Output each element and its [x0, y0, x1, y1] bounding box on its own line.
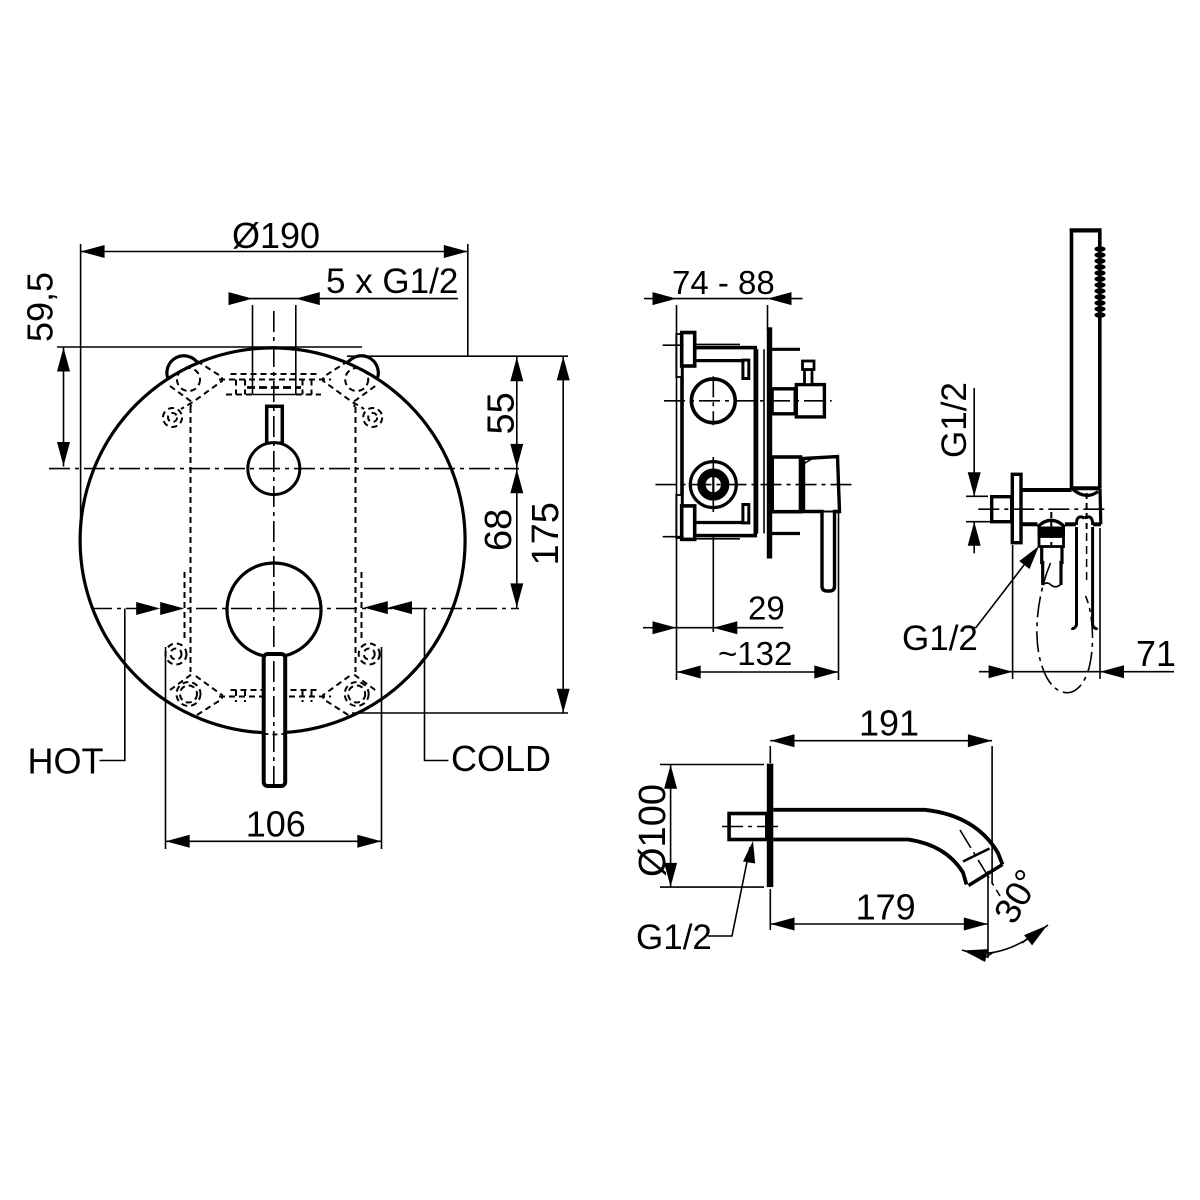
- svg-text:59,5: 59,5: [20, 272, 61, 342]
- svg-text:5 x G1/2: 5 x G1/2: [326, 262, 458, 301]
- svg-text:175: 175: [525, 502, 567, 565]
- svg-text:68: 68: [478, 509, 520, 551]
- svg-text:Ø100: Ø100: [632, 784, 674, 877]
- svg-text:Ø190: Ø190: [232, 215, 320, 256]
- svg-text:COLD: COLD: [451, 738, 551, 779]
- svg-text:191: 191: [859, 703, 919, 744]
- svg-text:74 - 88: 74 - 88: [672, 264, 775, 301]
- svg-text:~132: ~132: [718, 635, 792, 672]
- svg-text:G1/2: G1/2: [935, 382, 974, 458]
- svg-text:55: 55: [481, 392, 523, 434]
- svg-text:G1/2: G1/2: [902, 619, 978, 658]
- svg-text:179: 179: [856, 887, 916, 928]
- svg-text:HOT: HOT: [28, 741, 104, 782]
- svg-text:71: 71: [1136, 633, 1176, 674]
- svg-text:G1/2: G1/2: [636, 918, 712, 957]
- svg-text:29: 29: [748, 590, 785, 627]
- svg-text:106: 106: [246, 804, 306, 845]
